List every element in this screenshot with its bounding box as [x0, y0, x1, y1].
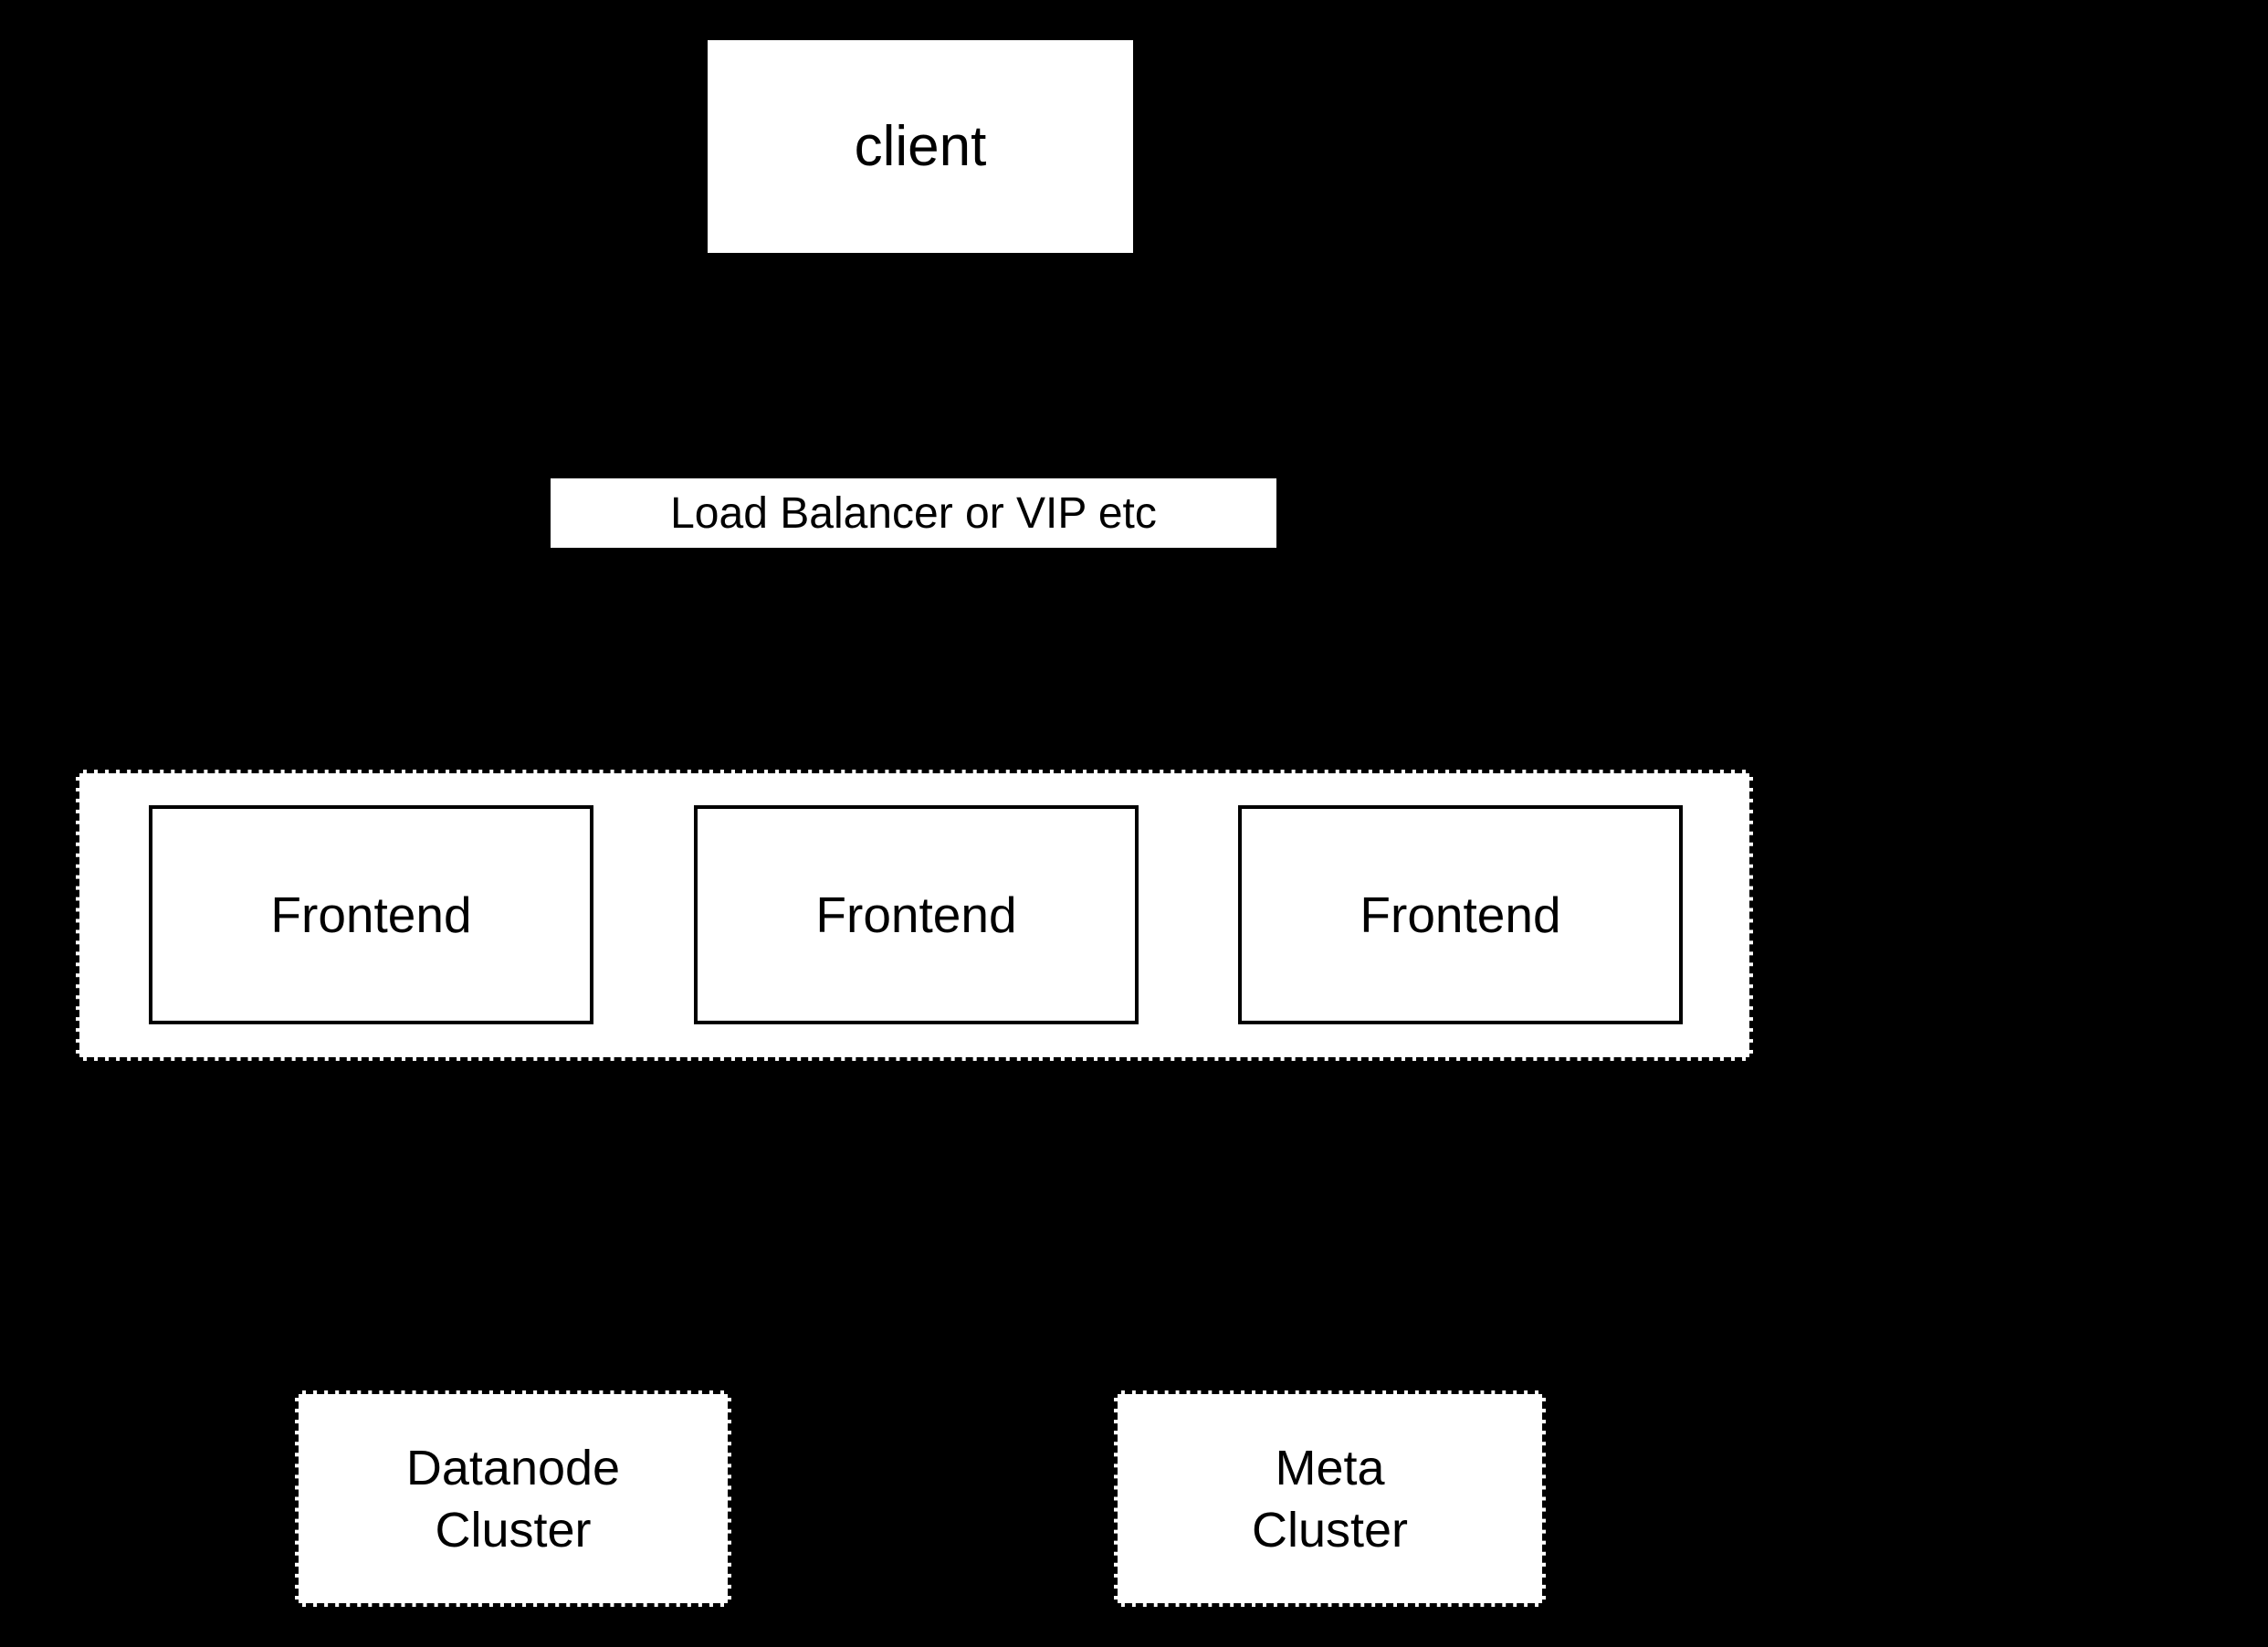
meta-cluster-label-line2: Cluster [1251, 1502, 1409, 1558]
client-node-label: client [854, 115, 987, 178]
datanode-cluster-label-line1: Datanode [405, 1440, 621, 1495]
datanode-cluster-label-line2: Cluster [435, 1502, 592, 1558]
frontend-node-2-label: Frontend [815, 886, 1017, 943]
frontend-group-container: Frontend Frontend Frontend [76, 770, 1753, 1061]
meta-cluster-label-line1: Meta [1275, 1440, 1385, 1495]
frontend-node-1-label: Frontend [270, 886, 472, 943]
frontend-node-2: Frontend [694, 805, 1139, 1024]
frontend-node-1: Frontend [149, 805, 593, 1024]
meta-cluster-node: Meta Cluster [1114, 1390, 1546, 1607]
load-balancer-node: Load Balancer or VIP etc [551, 478, 1276, 548]
frontend-node-3: Frontend [1238, 805, 1683, 1024]
load-balancer-node-label: Load Balancer or VIP etc [670, 488, 1157, 538]
datanode-cluster-node: Datanode Cluster [295, 1390, 731, 1607]
frontend-node-3-label: Frontend [1360, 886, 1561, 943]
client-node: client [708, 40, 1133, 253]
